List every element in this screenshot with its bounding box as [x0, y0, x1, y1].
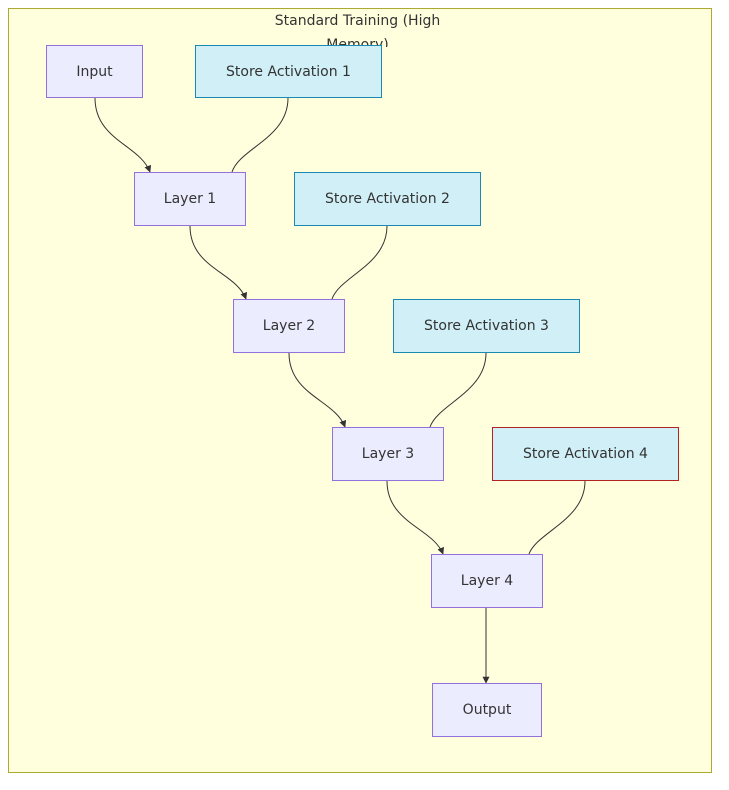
node-input-label: Input — [76, 63, 113, 80]
edge-input-layer1 — [94, 97, 152, 173]
node-store-activation-2-label: Store Activation 2 — [325, 191, 450, 207]
node-store-activation-1: Store Activation 1 — [195, 45, 382, 98]
node-store-activation-4-label: Store Activation 4 — [523, 446, 648, 462]
node-layer-3-label: Layer 3 — [361, 446, 415, 462]
node-store-activation-2: Store Activation 2 — [294, 172, 481, 226]
node-layer-2-label: Layer 2 — [262, 318, 316, 334]
edge-store3-layer3 — [429, 352, 487, 428]
edge-store4-layer4 — [528, 480, 586, 555]
node-output: Output — [432, 683, 542, 737]
node-store-activation-4: Store Activation 4 — [492, 427, 679, 481]
edge-store1-layer1 — [231, 97, 289, 173]
edge-store2-layer2 — [331, 225, 388, 300]
node-input: Input — [46, 45, 143, 98]
edge-layer3-layer4 — [386, 480, 444, 555]
node-store-activation-1-label: Store Activation 1 — [226, 63, 351, 80]
node-store-activation-3: Store Activation 3 — [393, 299, 580, 353]
node-layer-1: Layer 1 — [134, 172, 246, 226]
node-layer-4: Layer 4 — [431, 554, 543, 608]
node-layer-3: Layer 3 — [332, 427, 444, 481]
diagram-cluster — [8, 8, 712, 773]
node-store-activation-3-label: Store Activation 3 — [424, 318, 549, 334]
edge-layer2-layer3 — [288, 352, 347, 428]
node-layer-2: Layer 2 — [233, 299, 345, 353]
node-output-label: Output — [462, 702, 512, 718]
node-layer-4-label: Layer 4 — [460, 573, 514, 589]
cluster-title: Standard Training (High Memory) — [274, 13, 441, 47]
edge-layer1-layer2 — [189, 225, 248, 300]
node-layer-1-label: Layer 1 — [163, 191, 217, 207]
